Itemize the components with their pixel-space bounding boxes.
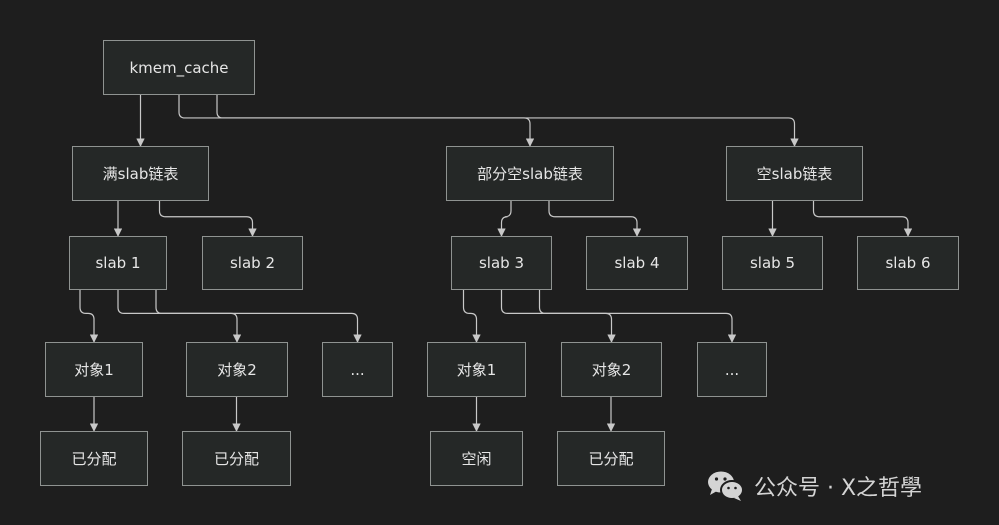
wechat-icon	[706, 469, 746, 503]
slab-3-node: slab 3	[451, 236, 552, 290]
slab-1-object-2-node: 对象2	[186, 342, 288, 397]
slab-6-node: slab 6	[857, 236, 959, 290]
slab-1-more-objects-node: ...	[322, 342, 393, 397]
slab-3-object-1-node: 对象1	[427, 342, 526, 397]
edge-root-to-partial_list	[178, 95, 535, 147]
slab-2-node: slab 2	[202, 236, 303, 290]
watermark: 公众号 · X之哲學	[706, 466, 922, 506]
edge-empty_list-to-slab6	[812, 201, 913, 237]
kmem-cache-node: kmem_cache	[103, 40, 255, 95]
slab-1-object-1-state-node: 已分配	[40, 431, 148, 486]
slab-3-object-2-state-node: 已分配	[557, 431, 665, 486]
edge-slab1-to-s1_more	[155, 290, 362, 343]
slab-3-more-objects-node: ...	[697, 342, 767, 397]
edge-partial_list-to-slab3	[497, 201, 512, 237]
partial-slab-list-node: 部分空slab链表	[446, 146, 614, 201]
edge-slab3-to-s3_obj2	[500, 290, 616, 343]
slab-4-node: slab 4	[586, 236, 688, 290]
slab-1-object-1-node: 对象1	[45, 342, 143, 397]
edge-partial_list-to-slab4	[548, 201, 642, 237]
slab-5-node: slab 5	[722, 236, 823, 290]
edge-root-to-empty_list	[216, 95, 799, 147]
slab-3-object-2-node: 对象2	[561, 342, 662, 397]
slab-1-object-2-state-node: 已分配	[182, 431, 291, 486]
edge-full_list-to-slab2	[158, 201, 257, 237]
full-slab-list-node: 满slab链表	[72, 146, 209, 201]
edge-slab3-to-s3_more	[538, 290, 737, 343]
edge-slab3-to-s3_obj1	[462, 290, 481, 343]
edge-slab1-to-s1_obj2	[117, 290, 242, 343]
edge-slab1-to-s1_obj1	[79, 290, 99, 343]
empty-slab-list-node: 空slab链表	[726, 146, 863, 201]
slab-3-object-1-state-node: 空闲	[430, 431, 523, 486]
watermark-text: 公众号 · X之哲學	[754, 476, 923, 501]
slab-1-node: slab 1	[69, 236, 167, 290]
